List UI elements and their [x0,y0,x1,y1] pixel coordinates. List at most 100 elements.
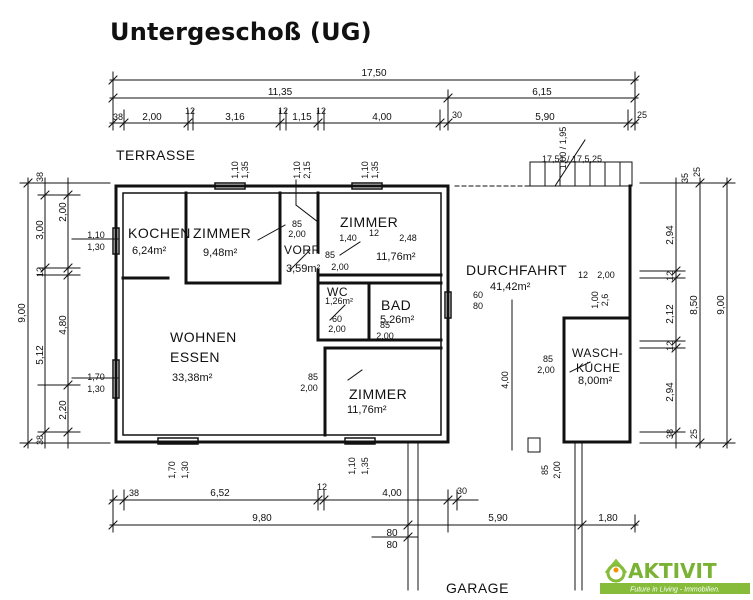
d-vorr-a-w: 1,40 [339,233,357,243]
exterior-walls-inner [122,192,442,436]
w-vorr-h: 2,15 [302,161,312,179]
w-wohnen-w: 1,70 [87,372,105,382]
d-zimmer3-h: 2,00 [300,383,318,393]
dim-bot-652: 6,52 [210,488,230,499]
bottom-dimension-lines [108,489,640,546]
dim-top-25: 25 [637,110,647,120]
d-zimmer1-w: 85 [292,219,302,229]
d-bad-h: 2,00 [376,331,394,341]
area-bad: 5,26m² [380,314,415,326]
left-dimension-lines [19,177,119,449]
room-kueche: KÜCHE [576,361,621,375]
dim-bot-38: 38 [129,488,139,498]
door-swings [257,179,591,381]
dim-right-294b: 2,94 [665,382,676,402]
dim-top-200: 2,00 [142,112,162,123]
dim-top-12c: 12 [316,106,326,116]
interior-walls [121,191,632,444]
top-dimension-lines [108,71,640,131]
room-zimmer2: ZIMMER [340,214,398,230]
dim-left-12: 12 [35,267,45,277]
dim-bot-30: 30 [457,486,467,496]
d-bottom-right-w: 85 [540,465,550,475]
d-durch-h: 80 [473,301,483,311]
area-durchfahrt: 41,42m² [490,281,531,293]
label-garage: GARAGE [446,580,509,596]
d-durch-side: 4,00 [500,371,510,389]
logo-tagline: Future in Living - Immobilien. [630,587,720,594]
dim-top-38: 38 [113,112,123,122]
d-vorr-c-h: 2,00 [331,262,349,272]
room-zimmer1: ZIMMER [193,225,251,241]
area-waschkueche: 8,00m² [578,375,613,387]
w-zimmer1-h: 1,35 [240,161,250,179]
dim-left-900: 9,00 [17,303,28,323]
d-zimmer3-w: 85 [308,372,318,382]
dim-right-12a: 12 [665,271,675,281]
dim-top-12b: 12 [278,106,288,116]
d-wc-w: 60 [332,314,342,324]
area-wc: 1,26m² [325,296,353,306]
dim-bot-12: 12 [317,482,327,492]
stair-landing [454,139,633,187]
page-title: Untergeschoß (UG) [110,18,372,46]
room-zimmer3: ZIMMER [349,386,407,402]
dim-bot-80b: 80 [386,540,398,551]
dim-top-590: 5,90 [535,112,555,123]
dim-left-38a: 38 [35,172,45,182]
room-vorr: VORR [284,243,321,257]
dim-left-300: 3,00 [35,220,46,240]
dim-top-400: 4,00 [372,112,392,123]
w-durch-w: 12 [578,270,588,280]
dim-left-38b: 38 [35,435,45,445]
d-vorr-a-h: 12 [369,228,379,238]
d-vorr-c-w: 85 [325,250,335,260]
dim-top-115: 1,15 [292,112,312,123]
w-bottom1-w: 1,70 [167,461,177,479]
dim-right-35: 35 [680,173,690,183]
d-wasch-top-h: 2,6 [600,294,610,307]
room-essen: ESSEN [170,349,220,365]
logo-brand: AKTIVIT [628,559,717,583]
dim-top-total: 17,50 [361,68,386,79]
dim-top-left: 11,35 [268,87,293,98]
dim-top-316: 3,16 [225,112,245,123]
w-zimmer2-w: 1,10 [360,161,370,179]
w-vorr-w: 1,10 [292,161,302,179]
dim-bot-400: 4,00 [382,488,402,499]
room-bad: BAD [381,297,411,313]
dim-left-200: 2,00 [58,202,69,222]
dim-right-212: 2,12 [665,304,676,324]
area-wohnen: 33,38m² [172,372,213,384]
dim-right-25a: 25 [692,167,702,177]
d-bottom-right-h: 2,00 [552,461,562,479]
dim-right-900: 9,00 [716,295,727,315]
dim-left-220: 2,20 [58,400,69,420]
w-kochen-h: 1,30 [87,242,105,252]
room-wohnen: WOHNEN [170,329,237,345]
dim-bot-980: 9,80 [252,513,272,524]
w-kochen-w: 1,10 [87,230,105,240]
house-person-icon [604,558,628,583]
d-durch-w: 60 [473,290,483,300]
w-bottom1-h: 1,30 [180,461,190,479]
d-wasch-h: 2,00 [537,365,555,375]
right-dimension-lines [639,177,736,449]
dim-right-294a: 2,94 [665,225,676,245]
w-wohnen-h: 1,30 [87,384,105,394]
dim-right-25b: 25 [689,429,699,439]
area-zimmer1: 9,48m² [203,247,238,259]
room-wasch: WASCH- [572,346,623,360]
dim-right-12b: 12 [665,341,675,351]
w-bottom2-w: 1,10 [347,457,357,475]
stairs-landing: 1,00 / 1,95 [558,127,568,170]
area-zimmer3: 11,76m² [347,404,387,416]
label-terrasse: TERRASSE [116,147,195,163]
aktivit-logo: AKTIVIT Future in Living - Immobilien. [600,558,750,594]
dim-bot-590: 5,90 [488,513,508,524]
room-wc: WC [327,285,348,299]
windows [112,182,452,445]
d-zimmer1-h: 2,00 [288,229,306,239]
garage-lines [407,299,583,591]
